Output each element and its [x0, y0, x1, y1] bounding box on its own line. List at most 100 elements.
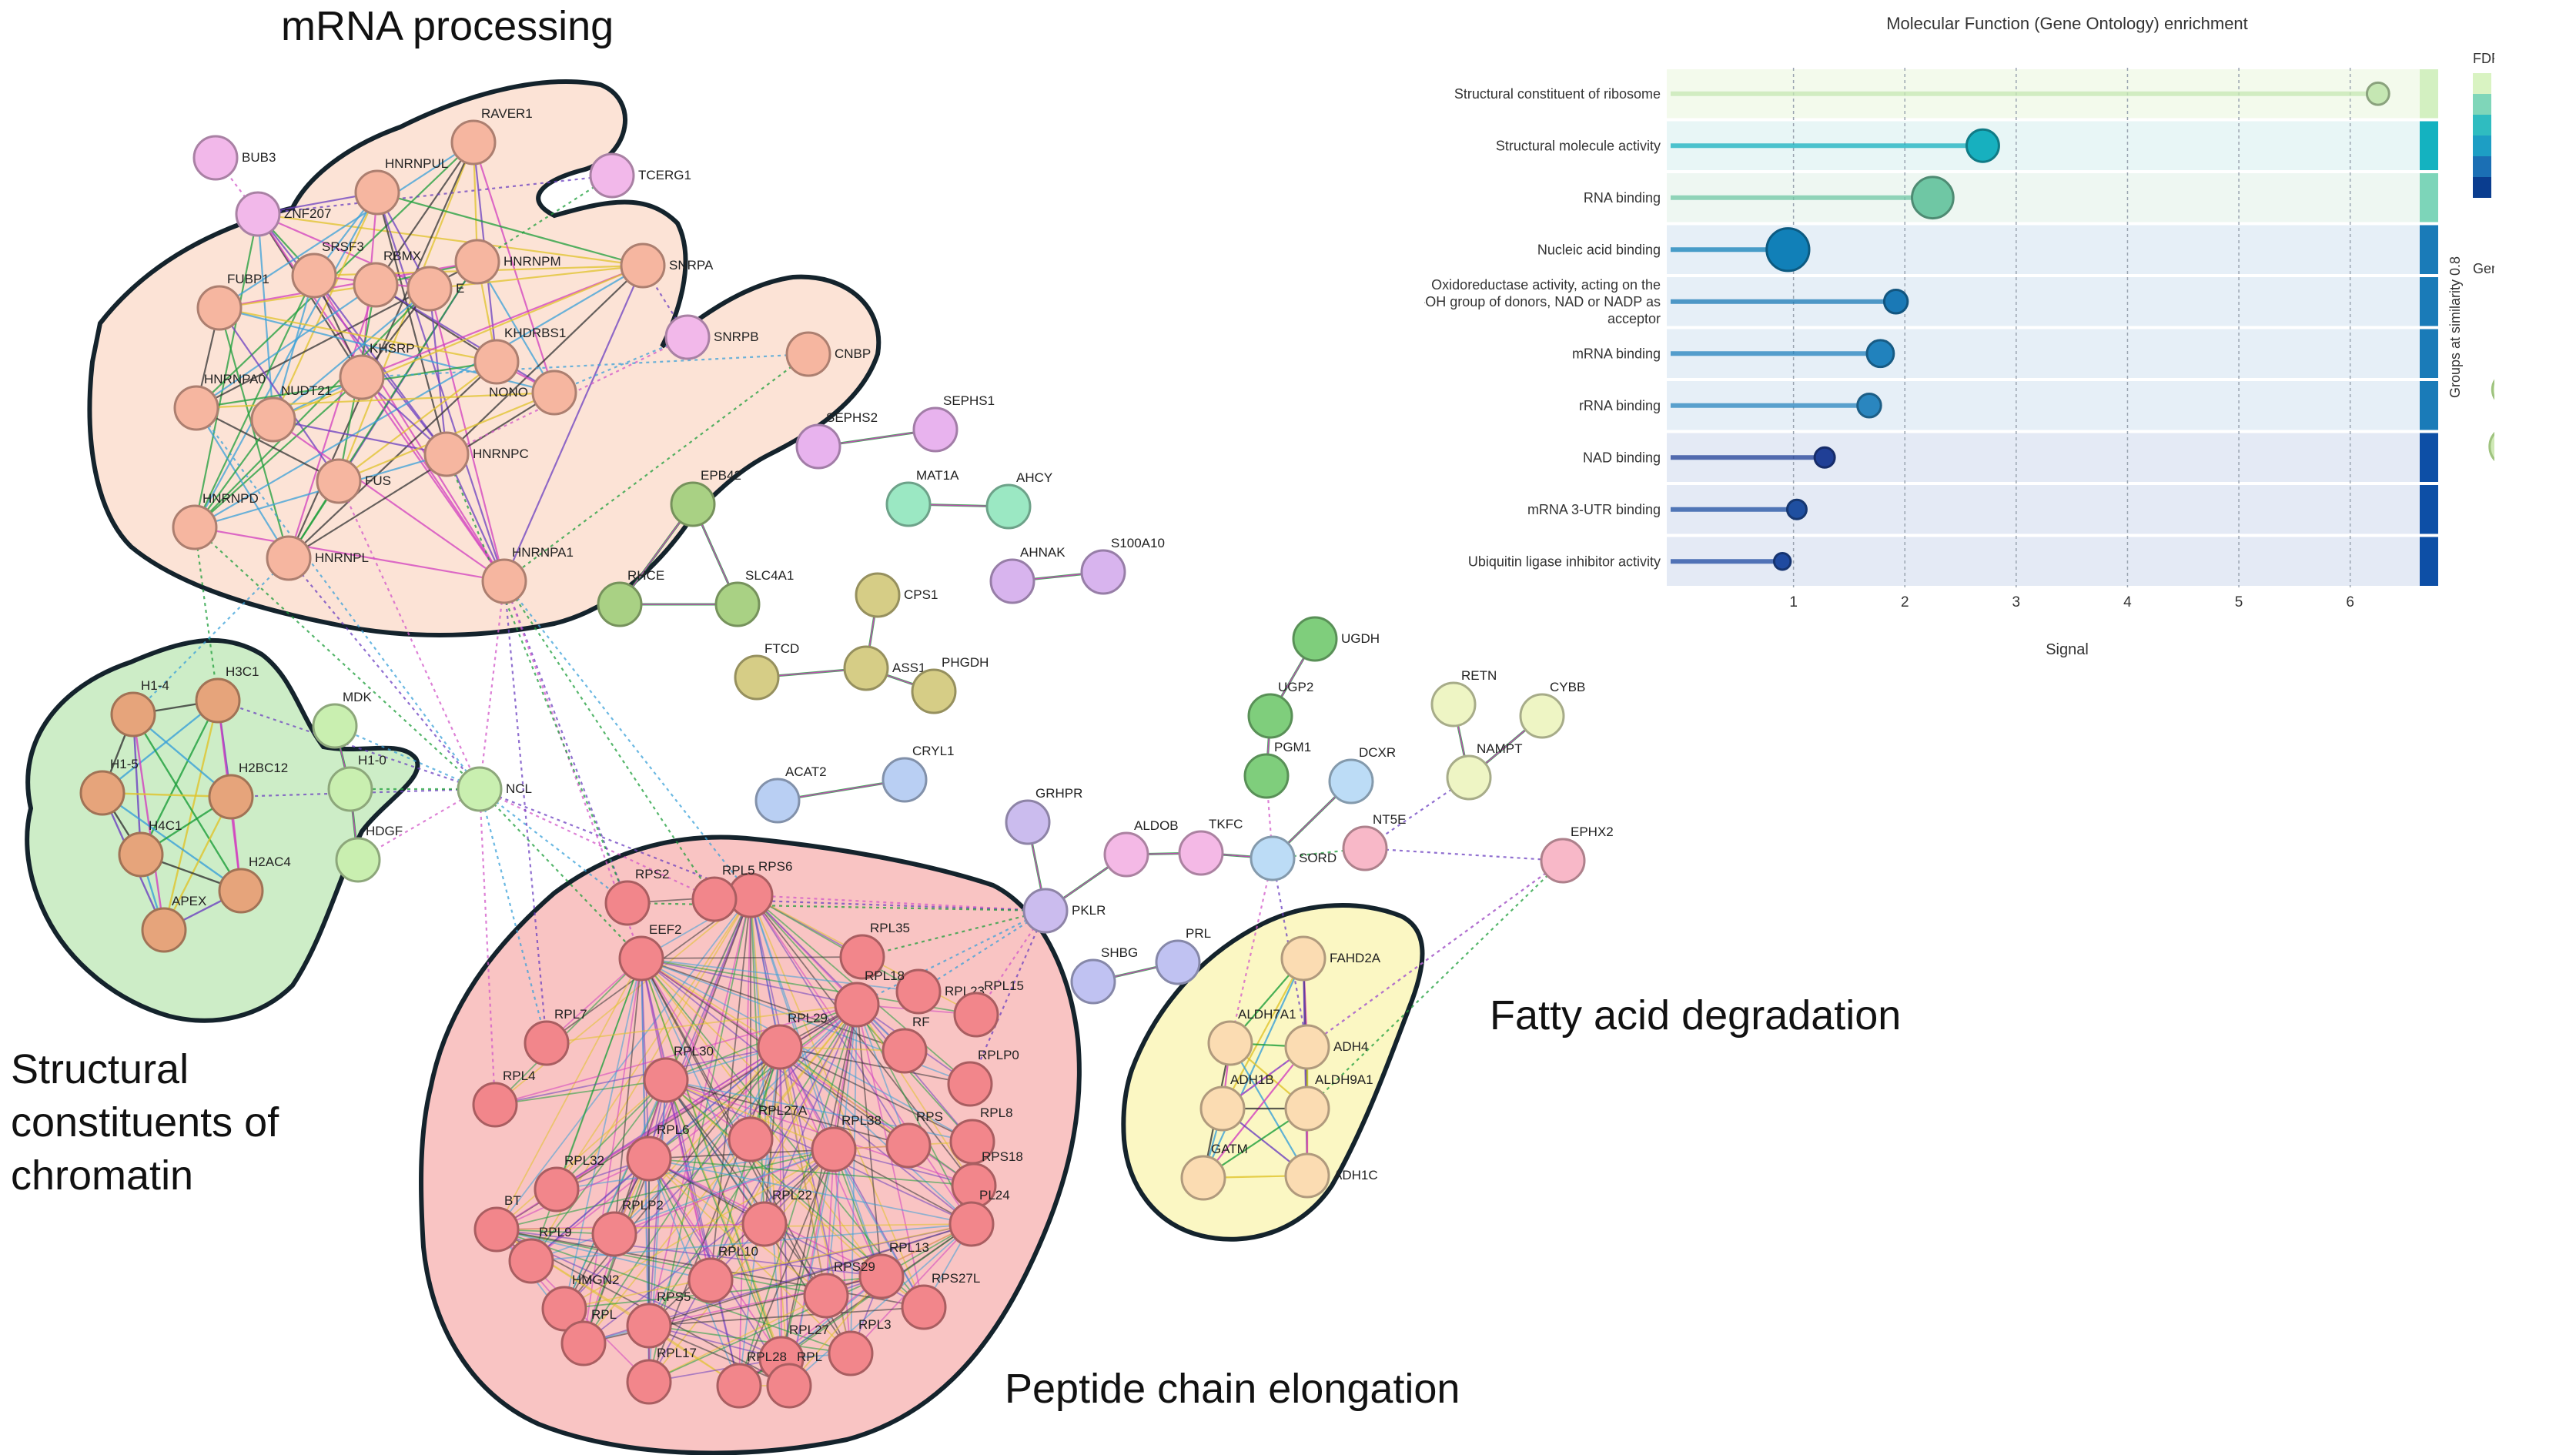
node-aldob[interactable]: ALDOB — [1103, 818, 1179, 878]
node-sephs2[interactable]: SEPHS2 — [795, 410, 878, 470]
node-aldh9a1[interactable]: ALDH9A1 — [1284, 1072, 1373, 1132]
node-nt5e[interactable]: NT5E — [1342, 812, 1406, 871]
node-slc4a1[interactable]: SLC4A1 — [714, 568, 794, 627]
node-rpl22[interactable]: RPL22 — [741, 1188, 812, 1247]
node-phgdh[interactable]: PHGDH — [911, 655, 989, 714]
node-s100a10[interactable]: S100A10 — [1080, 536, 1165, 595]
node-rpl32[interactable]: RPL32 — [534, 1153, 604, 1212]
node-nampt[interactable]: NAMPT — [1446, 741, 1523, 801]
node-cryl1[interactable]: CRYL1 — [882, 744, 955, 803]
node-pgm1[interactable]: PGM1 — [1243, 740, 1311, 799]
node-rpl23[interactable]: RPL23 — [895, 968, 985, 1015]
node-rpl7[interactable]: RPL7 — [524, 1007, 587, 1066]
node-khsrp[interactable]: KHSRP — [339, 341, 415, 400]
node-tkfc[interactable]: TKFC — [1178, 817, 1243, 876]
node-eef2[interactable]: EEF2 — [618, 922, 682, 982]
node-ephx2[interactable]: EPHX2 — [1540, 824, 1614, 884]
node-rpl8[interactable]: RPL8 — [949, 1105, 1013, 1165]
node-adh4[interactable]: ADH4 — [1284, 1024, 1368, 1070]
node-cnbp[interactable]: CNBP — [785, 331, 871, 377]
node-bub3[interactable]: BUB3 — [192, 135, 276, 181]
node-gatm[interactable]: GATM — [1180, 1142, 1248, 1201]
node-rps2[interactable]: RPS2 — [604, 867, 669, 926]
node-pl24[interactable]: PL24 — [948, 1188, 1010, 1247]
node-bt[interactable]: BT — [473, 1193, 521, 1253]
node-rps6[interactable]: RPS6 — [728, 859, 792, 918]
node-rps27l[interactable]: RPS27L — [901, 1271, 980, 1330]
node-nono[interactable]: NONO — [489, 370, 577, 416]
node-hnrnpc[interactable]: HNRNPC — [423, 431, 529, 477]
node-rf[interactable]: RF — [882, 1015, 930, 1074]
node-fus[interactable]: FUS — [316, 458, 391, 504]
node-ahcy[interactable]: AHCY — [985, 470, 1052, 530]
node-acat2[interactable]: ACAT2 — [754, 764, 827, 824]
node-ugdh[interactable]: UGDH — [1292, 616, 1380, 662]
node-hnrnpa0[interactable]: HNRNPA0 — [173, 372, 266, 431]
node-hmgn2[interactable]: HMGN2 — [541, 1273, 619, 1332]
node-dcxr[interactable]: DCXR — [1328, 745, 1396, 804]
node-hnrnpd[interactable]: HNRNPD — [172, 491, 259, 550]
node-rpl4[interactable]: RPL4 — [472, 1069, 536, 1128]
node-znf207[interactable]: ZNF207 — [235, 191, 331, 237]
node-ftcd[interactable]: FTCD — [734, 641, 799, 701]
node-rpl13[interactable]: RPL13 — [858, 1240, 929, 1299]
node-rpl9[interactable]: RPL9 — [508, 1225, 572, 1284]
node-grhpr[interactable]: GRHPR — [1005, 786, 1082, 845]
node-rpl17[interactable]: RPL17 — [626, 1346, 697, 1405]
node-mat1a[interactable]: MAT1A — [885, 468, 959, 527]
node-cps1[interactable]: CPS1 — [855, 572, 938, 618]
node-sephs1[interactable]: SEPHS1 — [912, 393, 995, 453]
node-mdk[interactable]: MDK — [312, 690, 372, 749]
node-rpl29[interactable]: RPL29 — [757, 1011, 828, 1070]
node-hnrnpm[interactable]: HNRNPM — [454, 239, 561, 285]
node-rpl30[interactable]: RPL30 — [643, 1044, 714, 1103]
node-snrpa[interactable]: SNRPA — [620, 242, 714, 289]
node-rpl3[interactable]: RPL3 — [828, 1317, 892, 1376]
node-hnrnpa1[interactable]: HNRNPA1 — [481, 545, 574, 604]
node-rpl27a[interactable]: RPL27A — [728, 1103, 808, 1162]
node-rplp0[interactable]: RPLP0 — [947, 1048, 1019, 1107]
node-ahnak[interactable]: AHNAK — [989, 545, 1066, 604]
node-fahd2a[interactable]: FAHD2A — [1280, 935, 1381, 982]
node-aldh7a1[interactable]: ALDH7A1 — [1207, 1007, 1296, 1066]
node-adh1b[interactable]: ADH1B — [1199, 1072, 1274, 1132]
node-epb42[interactable]: EPB42 — [670, 468, 741, 527]
node-rpl28[interactable]: RPL28 — [716, 1350, 787, 1409]
node-apex[interactable]: APEX — [141, 894, 206, 953]
node-nudt21[interactable]: NUDT21 — [250, 383, 332, 443]
node-hnrnpul[interactable]: HNRNPUL — [354, 156, 448, 216]
node-e[interactable]: E — [406, 266, 464, 312]
node-ugp2[interactable]: UGP2 — [1247, 680, 1313, 739]
node-rbmx[interactable]: RBMX — [353, 249, 421, 308]
node-h2ac4[interactable]: H2AC4 — [218, 855, 291, 914]
node-prl[interactable]: PRL — [1155, 926, 1211, 985]
node-rpl18[interactable]: RPL18 — [834, 968, 905, 1028]
node-rpl6[interactable]: RPL6 — [626, 1122, 690, 1182]
node-rpl10[interactable]: RPL10 — [687, 1244, 758, 1303]
node-h2bc12[interactable]: H2BC12 — [208, 761, 288, 820]
node-h4c1[interactable]: H4C1 — [118, 818, 182, 878]
node-cybb[interactable]: CYBB — [1519, 680, 1585, 739]
node-ncl[interactable]: NCL — [457, 766, 532, 812]
node-rpl5[interactable]: RPL5 — [691, 863, 755, 922]
node-snrpb[interactable]: SNRPB — [664, 314, 759, 360]
node-rplp2[interactable]: RPLP2 — [591, 1198, 664, 1257]
node-tcerg1[interactable]: TCERG1 — [589, 152, 691, 199]
node-khdrbs1[interactable]: KHDRBS1 — [473, 326, 566, 385]
node-rps[interactable]: RPS — [885, 1109, 943, 1169]
node-rpl[interactable]: RPL — [560, 1307, 617, 1366]
node-rpl38[interactable]: RPL38 — [811, 1113, 882, 1172]
node-rpl15[interactable]: RPL15 — [953, 978, 1024, 1038]
node-pklr[interactable]: PKLR — [1022, 888, 1106, 934]
node-shbg[interactable]: SHBG — [1070, 945, 1138, 1005]
node-adh1c[interactable]: ADH1C — [1284, 1152, 1378, 1199]
node-h1-5[interactable]: H1-5 — [79, 757, 139, 816]
node-rps29[interactable]: RPS29 — [803, 1259, 875, 1319]
node-rpl35[interactable]: RPL35 — [839, 921, 910, 980]
node-hnrnpl[interactable]: HNRNPL — [266, 535, 369, 581]
node-rpl-b[interactable]: RPL — [766, 1350, 822, 1409]
node-h1-0[interactable]: H1-0 — [327, 753, 386, 812]
node-rps5[interactable]: RPS5 — [626, 1289, 691, 1349]
node-retn[interactable]: RETN — [1430, 668, 1497, 728]
node-h3c1[interactable]: H3C1 — [195, 664, 259, 724]
